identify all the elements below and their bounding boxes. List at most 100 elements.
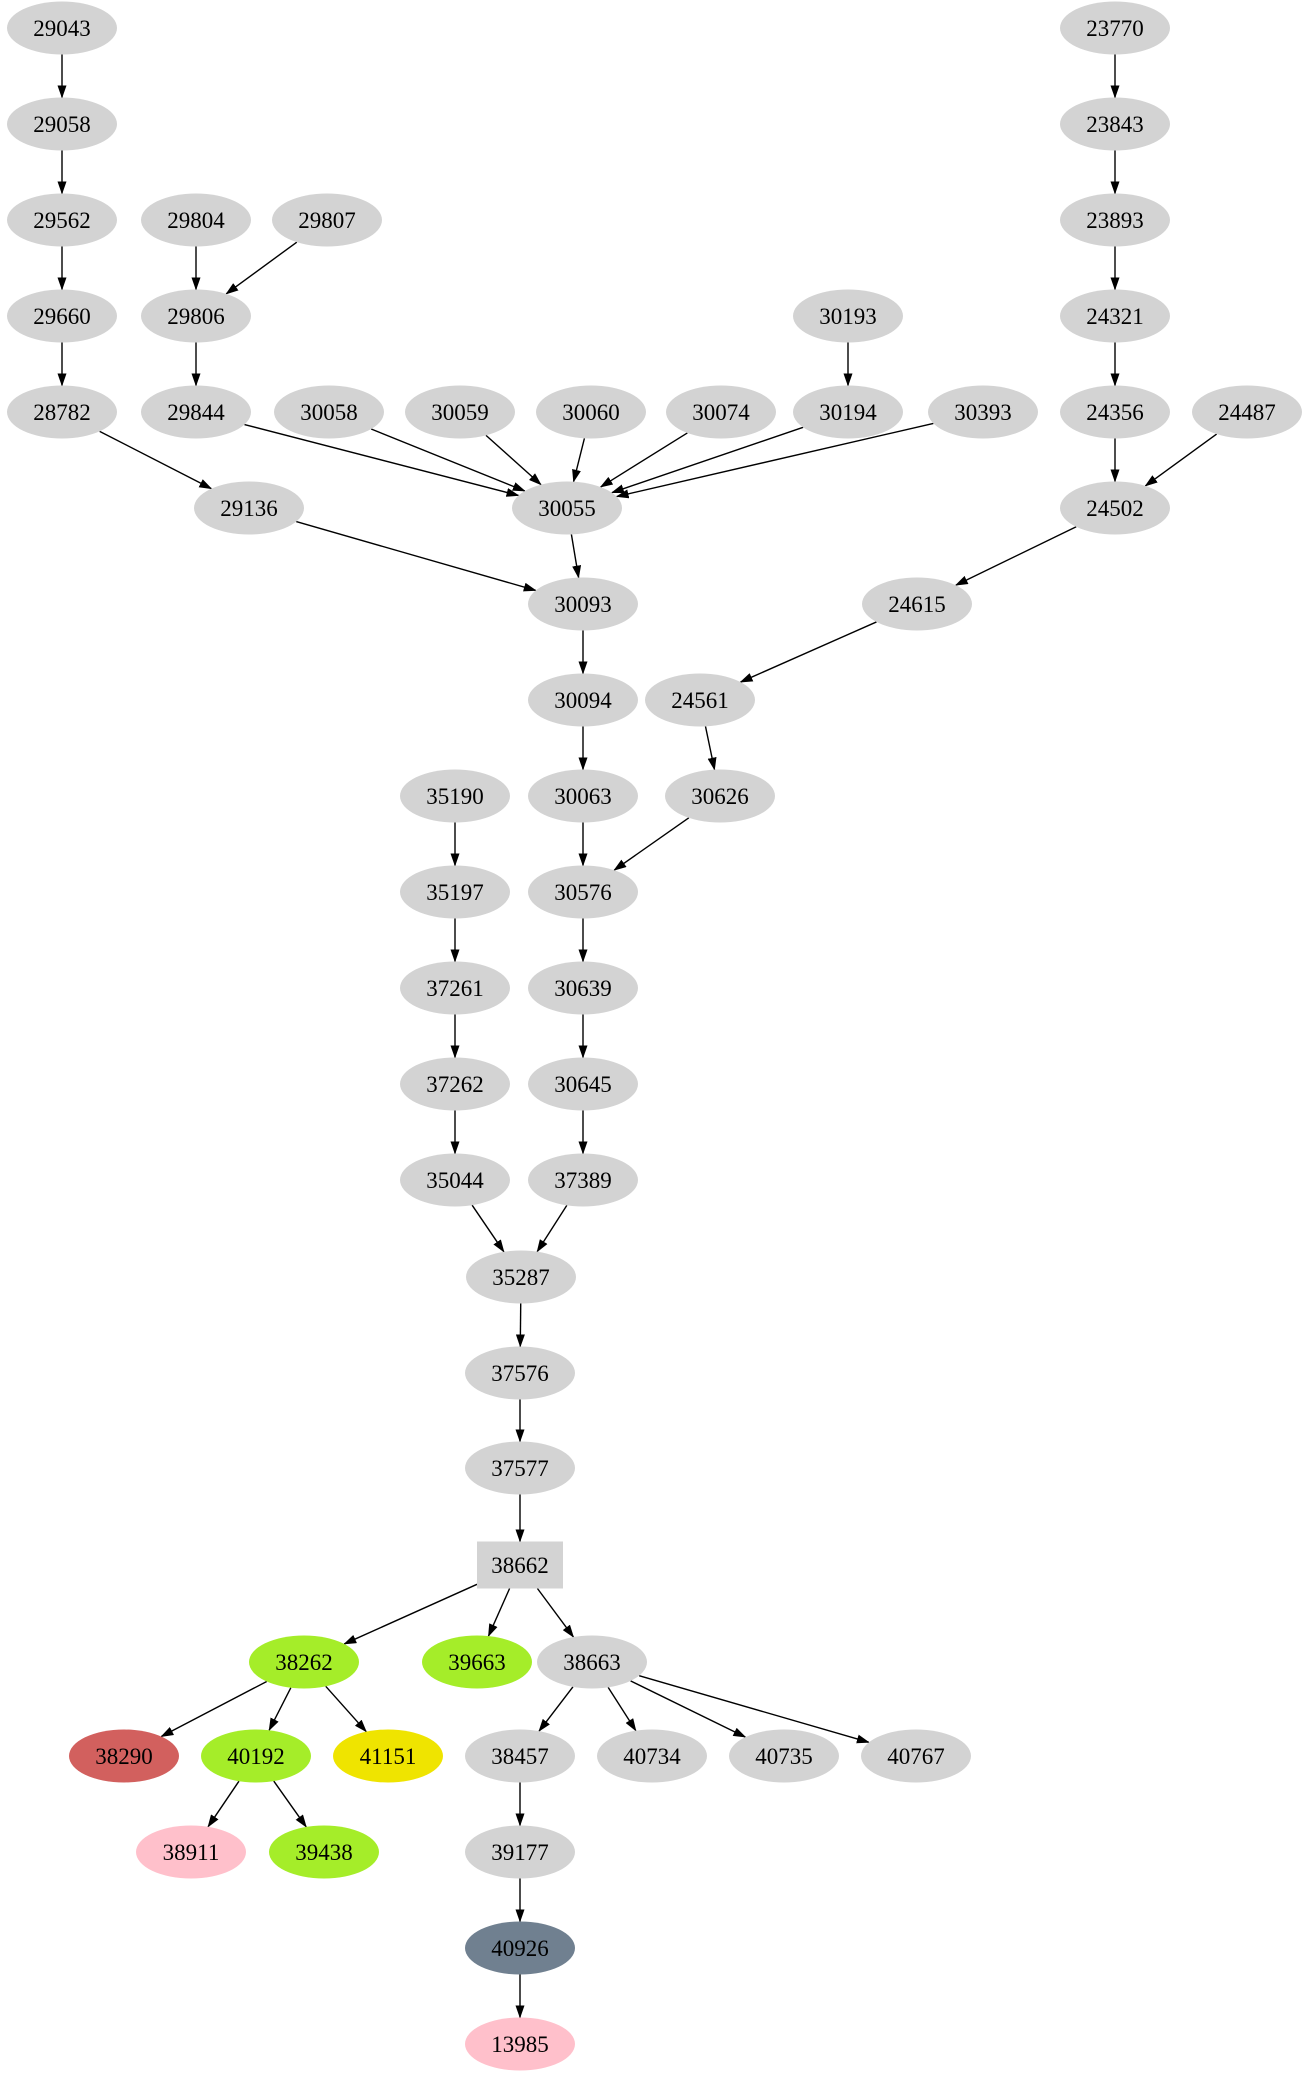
node-label: 29043	[33, 16, 91, 41]
node-label: 40767	[887, 1744, 945, 1769]
node-label: 24321	[1086, 304, 1144, 329]
edge-30626-30576	[613, 817, 690, 871]
node-label: 37261	[426, 976, 484, 1001]
node-ellipse	[536, 385, 646, 439]
node-24502: 24502	[1060, 481, 1170, 535]
node-ellipse	[1060, 385, 1170, 439]
edge-30060-30055	[572, 438, 586, 483]
node-35287: 35287	[466, 1250, 576, 1304]
node-ellipse	[201, 1729, 311, 1783]
node-ellipse	[465, 1921, 575, 1975]
node-24615: 24615	[862, 577, 972, 631]
node-29136: 29136	[194, 481, 304, 535]
node-ellipse	[528, 577, 638, 631]
node-ellipse	[269, 1825, 379, 1879]
node-38457: 38457	[465, 1729, 575, 1783]
node-ellipse	[272, 193, 382, 247]
node-label: 28782	[33, 400, 91, 425]
node-ellipse	[7, 1, 117, 55]
node-ellipse	[136, 1825, 246, 1879]
node-label: 29804	[167, 208, 225, 233]
node-29058: 29058	[7, 97, 117, 151]
node-label: 24356	[1086, 400, 1144, 425]
node-37262: 37262	[400, 1057, 510, 1111]
node-ellipse	[528, 865, 638, 919]
node-label: 30645	[554, 1072, 612, 1097]
node-label: 30626	[691, 784, 749, 809]
edge-28782-29136	[99, 430, 213, 490]
node-40192: 40192	[201, 1729, 311, 1783]
edge-29807-29806	[225, 241, 298, 295]
node-label: 40735	[755, 1744, 813, 1769]
node-ellipse	[528, 1153, 638, 1207]
node-30393: 30393	[928, 385, 1038, 439]
node-ellipse	[1192, 385, 1302, 439]
node-29660: 29660	[7, 289, 117, 343]
node-label: 30576	[554, 880, 612, 905]
node-29806: 29806	[141, 289, 251, 343]
node-30094: 30094	[528, 673, 638, 727]
node-ellipse	[1060, 1, 1170, 55]
node-label: 24561	[671, 688, 729, 713]
node-ellipse	[1060, 193, 1170, 247]
edge-30393-30055	[615, 422, 934, 499]
node-ellipse	[928, 385, 1038, 439]
node-37389: 37389	[528, 1153, 638, 1207]
node-label: 29660	[33, 304, 91, 329]
node-ellipse	[1060, 289, 1170, 343]
edge-38262-38290	[160, 1680, 268, 1738]
node-label: 30058	[300, 400, 358, 425]
node-ellipse	[274, 385, 384, 439]
node-37576: 37576	[465, 1346, 575, 1400]
node-label: 39438	[295, 1840, 353, 1865]
node-ellipse	[69, 1729, 179, 1783]
edge-30055-30093	[570, 534, 582, 579]
node-ellipse	[7, 97, 117, 151]
node-box	[477, 1541, 563, 1589]
node-ellipse	[862, 577, 972, 631]
node-ellipse	[422, 1635, 532, 1689]
node-label: 39663	[448, 1650, 506, 1675]
node-ellipse	[141, 385, 251, 439]
node-ellipse	[861, 1729, 971, 1783]
edge-29136-30093	[296, 520, 537, 592]
node-ellipse	[793, 289, 903, 343]
edge-29844-30055	[244, 423, 520, 497]
node-29562: 29562	[7, 193, 117, 247]
node-label: 30094	[554, 688, 612, 713]
node-38911: 38911	[136, 1825, 246, 1879]
node-label: 24615	[888, 592, 946, 617]
node-ellipse	[7, 289, 117, 343]
node-label: 30060	[562, 400, 620, 425]
edge-38662-38663	[536, 1588, 575, 1638]
node-38663: 38663	[537, 1635, 647, 1689]
node-39663: 39663	[422, 1635, 532, 1689]
node-label: 38662	[491, 1553, 549, 1578]
node-ellipse	[665, 769, 775, 823]
node-30639: 30639	[528, 961, 638, 1015]
node-ellipse	[7, 193, 117, 247]
node-41151: 41151	[333, 1729, 443, 1783]
node-40767: 40767	[861, 1729, 971, 1783]
node-label: 24487	[1218, 400, 1276, 425]
node-ellipse	[537, 1635, 647, 1689]
node-ellipse	[597, 1729, 707, 1783]
node-label: 30093	[554, 592, 612, 617]
node-ellipse	[528, 673, 638, 727]
node-37261: 37261	[400, 961, 510, 1015]
node-38262: 38262	[249, 1635, 359, 1689]
node-ellipse	[249, 1635, 359, 1689]
node-label: 30639	[554, 976, 612, 1001]
node-35190: 35190	[400, 769, 510, 823]
node-ellipse	[465, 1346, 575, 1400]
node-13985: 13985	[465, 2017, 575, 2071]
node-39177: 39177	[465, 1825, 575, 1879]
edge-40192-39438	[273, 1780, 307, 1828]
node-ellipse	[194, 481, 304, 535]
node-label: 40734	[623, 1744, 681, 1769]
node-ellipse	[793, 385, 903, 439]
node-label: 23770	[1086, 16, 1144, 41]
edge-38262-40192	[268, 1687, 292, 1732]
node-ellipse	[465, 2017, 575, 2071]
